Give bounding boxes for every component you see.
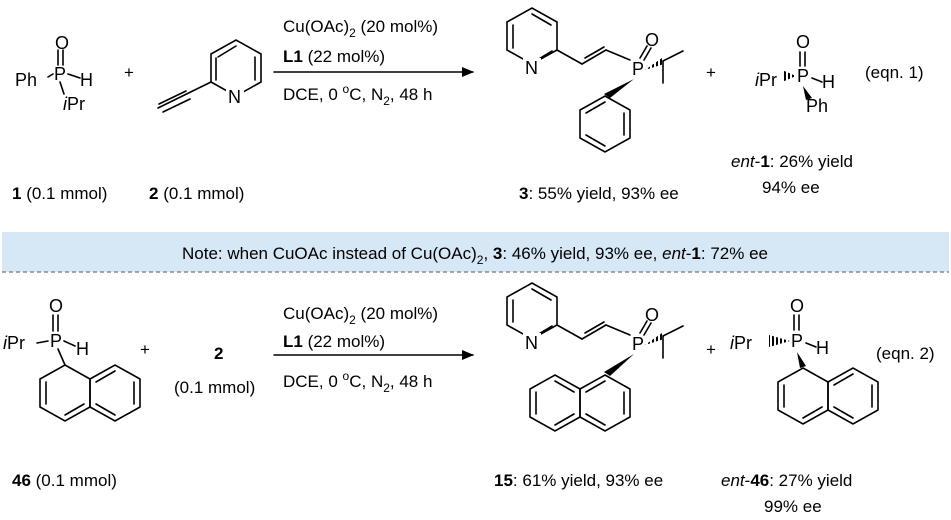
eqn2: O P iPr H + 2 (0.1 mmol) Cu(OAc)2 (20 mo… bbox=[3, 282, 935, 516]
isopropyl-label: iPr bbox=[755, 70, 777, 90]
atom-P: P bbox=[791, 331, 803, 351]
product-15: N P O bbox=[506, 282, 684, 432]
solvent-line: DCE, 0 oC, N2, 48 h bbox=[283, 369, 432, 395]
eqn1: O P H Ph iPr + N Cu(OAc)2 (20 mol%) L1 (… bbox=[12, 7, 924, 203]
reactant-46-label: 46 (0.1 mmol) bbox=[12, 471, 117, 490]
pyridine-N: N bbox=[525, 333, 538, 353]
phosphine-oxide-46: O P iPr H bbox=[3, 296, 141, 422]
catalyst-line: Cu(OAc)2 (20 mol%) bbox=[283, 17, 438, 40]
byproduct-46-ee: 99% ee bbox=[764, 497, 822, 516]
atom-P: P bbox=[797, 66, 809, 86]
phenyl-label: Ph bbox=[15, 70, 37, 90]
hashed-bond bbox=[645, 58, 664, 70]
hashed-bond bbox=[769, 335, 790, 347]
atom-O: O bbox=[790, 296, 804, 316]
isopropyl-label: iPr bbox=[3, 333, 25, 353]
hashed-bond bbox=[645, 333, 664, 345]
wedge-bond bbox=[797, 352, 806, 368]
byproduct-46-label: ent-46: 27% yield bbox=[721, 471, 852, 490]
note-text: Note: when CuOAc instead of Cu(OAc)2, 3:… bbox=[182, 244, 768, 267]
atom-O: O bbox=[645, 305, 659, 325]
hashed-bond bbox=[782, 70, 796, 82]
phenyl-label: Ph bbox=[806, 96, 828, 116]
reactant-2-label: 2 (0.1 mmol) bbox=[149, 184, 244, 203]
reactant-2-amount: (0.1 mmol) bbox=[174, 378, 255, 397]
ethynylpyridine: N bbox=[157, 39, 262, 113]
atom-P: P bbox=[50, 331, 62, 351]
plus-sign: + bbox=[140, 340, 150, 359]
catalyst-line: Cu(OAc)2 (20 mol%) bbox=[283, 304, 438, 327]
ligand-line: L1 (22 mol%) bbox=[283, 332, 385, 351]
pyridine-N: N bbox=[228, 87, 241, 107]
atom-O: O bbox=[49, 296, 63, 316]
plus-sign: + bbox=[124, 63, 134, 82]
atom-P: P bbox=[54, 64, 66, 84]
reactant-1-label: 1 (0.1 mmol) bbox=[12, 184, 107, 203]
atom-H: H bbox=[76, 339, 89, 359]
plus-sign: + bbox=[706, 63, 716, 82]
atom-H: H bbox=[822, 72, 835, 92]
note-band: Note: when CuOAc instead of Cu(OAc)2, 3:… bbox=[2, 232, 949, 273]
ligand-line: L1 (22 mol%) bbox=[283, 47, 385, 66]
atom-H: H bbox=[80, 70, 93, 90]
wedge-bond bbox=[604, 354, 634, 376]
atom-O: O bbox=[55, 33, 69, 53]
wedge-bond bbox=[604, 79, 634, 98]
atom-H: H bbox=[816, 338, 829, 358]
isopropyl-label: iPr bbox=[63, 94, 85, 114]
wedge-bond bbox=[803, 86, 812, 100]
product-3-label: 3: 55% yield, 93% ee bbox=[519, 184, 679, 203]
byproduct-1-label: ent-1: 26% yield bbox=[731, 152, 853, 171]
product-15-label: 15: 61% yield, 93% ee bbox=[494, 471, 663, 490]
pyridine-N: N bbox=[525, 58, 538, 78]
atom-P: P bbox=[632, 59, 644, 79]
byproduct-ent-46: O P iPr H (eqn. 2) bbox=[730, 296, 935, 425]
atom-P: P bbox=[632, 334, 644, 354]
conditions-1: Cu(OAc)2 (20 mol%) L1 (22 mol%) DCE, 0 o… bbox=[273, 17, 474, 108]
byproduct-ent-1: O P iPr H Ph (eqn. 1) bbox=[755, 32, 924, 116]
phosphine-oxide-1: O P H Ph iPr bbox=[15, 33, 93, 114]
solvent-line: DCE, 0 oC, N2, 48 h bbox=[283, 82, 432, 108]
byproduct-1-ee: 94% ee bbox=[762, 178, 820, 197]
atom-O: O bbox=[796, 32, 810, 52]
eqn2-label: (eqn. 2) bbox=[876, 344, 935, 363]
reactant-2-number: 2 bbox=[214, 344, 223, 363]
atom-O: O bbox=[645, 30, 659, 50]
plus-sign: + bbox=[706, 340, 716, 359]
isopropyl-label: iPr bbox=[730, 333, 752, 353]
product-3: N P O bbox=[506, 7, 684, 153]
eqn1-label: (eqn. 1) bbox=[865, 63, 924, 82]
note-background bbox=[2, 232, 949, 272]
conditions-2: Cu(OAc)2 (20 mol%) L1 (22 mol%) DCE, 0 o… bbox=[273, 304, 474, 395]
